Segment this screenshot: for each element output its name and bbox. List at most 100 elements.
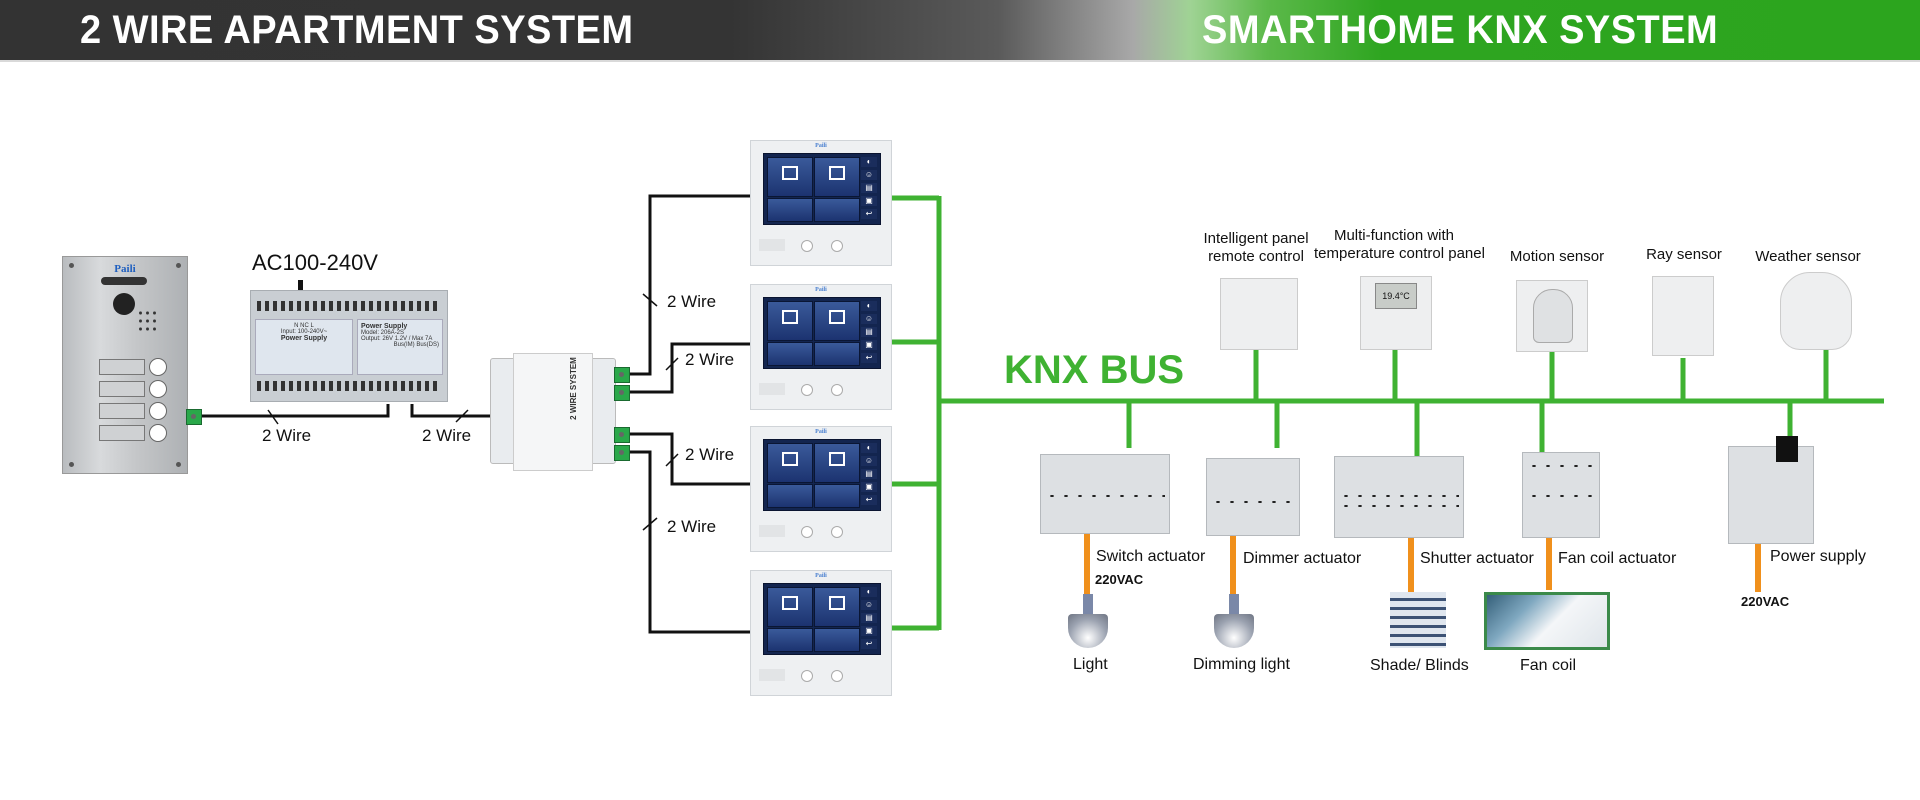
weather-sensor xyxy=(1780,272,1852,350)
inner-call-tile[interactable] xyxy=(814,157,860,197)
door-icon[interactable]: ▣ xyxy=(861,340,877,350)
wire-branch-2 xyxy=(614,342,750,394)
speaker-grill xyxy=(759,383,785,395)
inner-call-icon xyxy=(829,166,845,181)
monitor-brand: Paili xyxy=(815,143,827,149)
record-tile[interactable] xyxy=(767,628,813,652)
settings-tile[interactable] xyxy=(814,342,860,366)
psu-panel-right: Power Supply Model: 206A-2S Output: 26V … xyxy=(357,319,443,375)
record-tile[interactable] xyxy=(767,484,813,508)
unlock-button[interactable] xyxy=(831,240,843,252)
label-voltage-switch: 220VAC xyxy=(1095,572,1144,587)
label-power-supply: Power supply xyxy=(1770,548,1867,565)
led-row xyxy=(1211,499,1295,505)
monitor-brand: Paili xyxy=(815,429,827,435)
monitor-tile[interactable] xyxy=(767,157,813,197)
monitor-screen: ◐ ☺ ▤ ▣ ↩ xyxy=(763,153,881,225)
talk-button[interactable] xyxy=(801,670,813,682)
monitor-screen: ◐ ☺ ▤ ▣ ↩ xyxy=(763,297,881,369)
ray-sensor xyxy=(1652,276,1714,356)
switch-actuator xyxy=(1040,454,1170,534)
label-fancoil-actuator: Fan coil actuator xyxy=(1558,550,1677,567)
nameplate xyxy=(99,381,145,397)
call-button-4[interactable] xyxy=(149,424,167,442)
gate-icon[interactable]: ▤ xyxy=(861,327,877,337)
label-light: Light xyxy=(1073,656,1108,673)
light-icon[interactable]: ◐ xyxy=(861,157,877,167)
wire-tick xyxy=(665,453,679,467)
nameplate xyxy=(99,425,145,441)
light-icon[interactable]: ◐ xyxy=(861,443,877,453)
back-icon[interactable]: ↩ xyxy=(861,209,877,219)
back-icon[interactable]: ↩ xyxy=(861,353,877,363)
inner-call-icon xyxy=(829,310,845,325)
settings-tile[interactable] xyxy=(814,198,860,222)
door-terminal xyxy=(186,409,202,425)
intelligent-panel xyxy=(1220,278,1298,350)
door-icon[interactable]: ▣ xyxy=(861,626,877,636)
light-icon[interactable]: ◐ xyxy=(861,301,877,311)
monitor-tile[interactable] xyxy=(767,301,813,341)
wire-label: 2 Wire xyxy=(262,426,312,445)
apartment-power-supply: N NC L Input: 100-240V~ Power Supply Pow… xyxy=(250,290,448,402)
psu-input: Input: 100-240V~ xyxy=(280,329,328,335)
inner-call-tile[interactable] xyxy=(814,443,860,483)
door-icon[interactable]: ▣ xyxy=(861,196,877,206)
call-button-1[interactable] xyxy=(149,358,167,376)
unlock-button[interactable] xyxy=(831,384,843,396)
intercom-icon[interactable]: ☺ xyxy=(861,314,877,324)
light-icon[interactable]: ◐ xyxy=(861,587,877,597)
gate-icon[interactable]: ▤ xyxy=(861,469,877,479)
led-row xyxy=(1339,503,1459,509)
camera-icon xyxy=(113,293,135,315)
wire-tick xyxy=(642,293,658,307)
screw-icon xyxy=(69,462,74,467)
back-icon[interactable]: ↩ xyxy=(861,495,877,505)
shutter-actuator xyxy=(1334,456,1464,538)
inner-call-tile[interactable] xyxy=(814,301,860,341)
indoor-monitor-2: Paili◐☺▤▣↩ xyxy=(750,284,892,410)
intercom-icon[interactable]: ☺ xyxy=(861,170,877,180)
back-icon[interactable]: ↩ xyxy=(861,639,877,649)
apartment-system-title: 2 WIRE APARTMENT SYSTEM xyxy=(80,8,634,52)
temperature-display: 19.4°C xyxy=(1375,283,1417,309)
intercom-icon[interactable]: ☺ xyxy=(861,456,877,466)
knx-power-supply xyxy=(1728,446,1814,544)
gate-icon[interactable]: ▤ xyxy=(861,183,877,193)
blinds-icon xyxy=(1390,592,1446,648)
door-icon[interactable]: ▣ xyxy=(861,482,877,492)
wire-branch-4 xyxy=(614,450,750,634)
record-tile[interactable] xyxy=(767,342,813,366)
call-button-3[interactable] xyxy=(149,402,167,420)
monitor-tile[interactable] xyxy=(767,587,813,627)
talk-button[interactable] xyxy=(801,384,813,396)
record-tile[interactable] xyxy=(767,198,813,222)
nameplate xyxy=(99,403,145,419)
call-button-2[interactable] xyxy=(149,380,167,398)
unlock-button[interactable] xyxy=(831,526,843,538)
led-row xyxy=(1527,493,1595,499)
unlock-button[interactable] xyxy=(831,670,843,682)
wire-label: 2 Wire xyxy=(667,517,717,536)
psu-title-right: Power Supply xyxy=(361,323,408,330)
intercom-icon[interactable]: ☺ xyxy=(861,600,877,610)
dimmer-actuator xyxy=(1206,458,1300,536)
settings-tile[interactable] xyxy=(814,628,860,652)
fancoil-icon xyxy=(1484,592,1610,650)
speaker-grill xyxy=(137,309,157,335)
light-bulb-icon xyxy=(1066,594,1110,650)
psu-ports: Bus(IM) Bus(DS) xyxy=(393,342,439,348)
talk-button[interactable] xyxy=(801,526,813,538)
gate-icon[interactable]: ▤ xyxy=(861,613,877,623)
psu-model: Model: 206A-2S xyxy=(361,330,405,336)
wire-label: 2 Wire xyxy=(685,445,735,464)
settings-tile[interactable] xyxy=(814,484,860,508)
door-station: Paili xyxy=(62,256,188,474)
inner-call-tile[interactable] xyxy=(814,587,860,627)
fancoil-actuator xyxy=(1522,452,1600,538)
wire-label: 2 Wire xyxy=(667,292,717,311)
talk-button[interactable] xyxy=(801,240,813,252)
monitor-tile[interactable] xyxy=(767,443,813,483)
led-row xyxy=(1339,493,1459,499)
